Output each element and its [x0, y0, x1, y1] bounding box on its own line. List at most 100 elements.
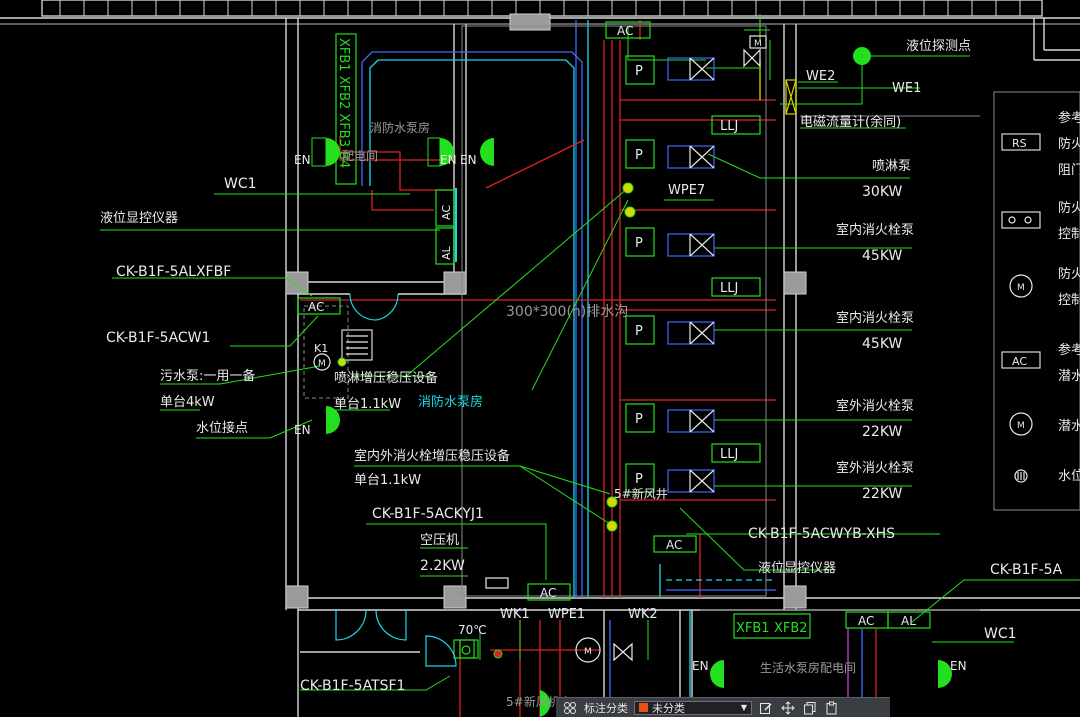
chevron-down-icon: ▼: [740, 703, 747, 712]
kw22-2-label: 22KW: [862, 486, 902, 502]
hydrant-boost-label: 室内外消火栓增压稳压设备: [354, 448, 510, 464]
m-label-4: M: [1017, 283, 1025, 293]
level-probe-label: 液位探测点: [906, 39, 971, 54]
indoor-hydrant-1-label: 室内消火栓泵: [836, 222, 914, 238]
p-label-2: P: [635, 148, 643, 163]
annotation-category-label: 标注分类: [584, 701, 628, 715]
legend-text-3b: 控制: [1058, 293, 1080, 308]
legend-text-2a: 防火: [1058, 200, 1080, 216]
legend-text-4b: 潜水: [1058, 369, 1080, 384]
sprinkler-boost-label: 喷淋增压稳压设备: [334, 370, 438, 386]
ac-panel-a-label: AC: [440, 205, 453, 220]
compressor-label: 空压机: [420, 533, 459, 548]
panel-boxes: [297, 21, 1041, 659]
category-select[interactable]: 未分类 ▼: [634, 700, 752, 715]
ac-left-label: AC: [308, 300, 324, 314]
water-level-label: 水位接点: [196, 420, 248, 436]
ck-alxfbf-label: CK-B1F-5ALXFBF: [116, 264, 231, 280]
al-right-low-label: AL: [901, 614, 916, 628]
pump-room-label: 消防水泵房: [370, 120, 430, 135]
level-controller-label: 液位显控仪器: [100, 211, 178, 226]
m-label-2: M: [584, 647, 592, 657]
legend-text-1a: 参考: [1058, 110, 1080, 126]
xfb-vertical-label: XFB1 XFB2 XFB3 B4: [336, 38, 351, 168]
pump-p-boxes: [625, 55, 655, 493]
en-label-2: EN: [440, 153, 457, 167]
annotation-toolbar: 标注分类 未分类 ▼: [556, 697, 890, 717]
edit-icon[interactable]: [758, 700, 774, 716]
en-label-5: EN: [692, 659, 709, 673]
sprinkler-pump-label: 喷淋泵: [872, 159, 911, 174]
motor-icons: [313, 35, 1033, 663]
category-color-swatch: [639, 703, 648, 712]
labels: XFB1 XFB2 XFB3 B4 消防水泵房 配电间 WC1 液位显控仪器 C…: [100, 24, 1080, 709]
ac-mid-label: AC: [666, 538, 682, 552]
wk1-label: WK1: [500, 607, 530, 622]
wk2-label: WK2: [628, 607, 658, 622]
we2-label: WE2: [806, 69, 835, 84]
legend-text-4a: 参考: [1058, 342, 1080, 358]
ck-right-label: CK-B1F-5A: [990, 562, 1063, 578]
distribution-room-label: 配电间: [342, 149, 378, 163]
move-icon[interactable]: [780, 700, 796, 716]
copy-icon[interactable]: [802, 700, 818, 716]
xfb1-label: XFB1: [736, 621, 770, 636]
llj-label-3: LLJ: [720, 447, 738, 462]
legend-rs-label: RS: [1012, 137, 1027, 150]
en-label-1: EN: [294, 153, 311, 167]
emergency-light-icons: [311, 137, 952, 717]
en-label-6: EN: [950, 659, 967, 673]
legend-text-5: 潜水: [1058, 419, 1080, 434]
ac-right-low-label: AC: [858, 614, 874, 628]
domestic-room-label: 生活水泵房配电间: [760, 660, 856, 675]
trench-label: 300*300(h)排水沟: [506, 304, 628, 320]
paste-icon[interactable]: [824, 700, 840, 716]
level-controller-2-label: 液位显控仪器: [758, 561, 836, 576]
legend-text-6: 水位: [1058, 469, 1080, 484]
kw30-label: 30KW: [862, 184, 902, 200]
p-label-4: P: [635, 324, 643, 339]
legend-ac-label: AC: [1012, 355, 1027, 368]
temp-70-label: 70℃: [458, 623, 487, 637]
outdoor-hydrant-1-label: 室外消火栓泵: [836, 398, 914, 414]
single-11kw-label: 单台1.1kW: [334, 397, 401, 412]
wpe1-label: WPE1: [548, 607, 585, 622]
legend-text-2b: 控制: [1058, 227, 1080, 242]
doors: [335, 293, 457, 667]
leader-lines: [100, 14, 1080, 691]
en-label-4: EN: [294, 423, 311, 437]
ck-acwyb-label: CK-B1F-5ACWYB-XHS: [748, 526, 895, 542]
wpe7-label: WPE7: [668, 183, 705, 198]
sewage-pump-label: 污水泵:一用一备: [160, 368, 255, 384]
kw45-1-label: 45KW: [862, 248, 902, 264]
fresh-air-bottom-label: 5#新风机房: [506, 694, 572, 709]
legend-text-1b: 防火: [1058, 136, 1080, 152]
motor-boxes: [667, 57, 715, 493]
ac-bottom-left-label: AC: [540, 586, 556, 600]
ac-top-label: AC: [617, 24, 633, 38]
room-outlines: [303, 25, 1080, 611]
single-4kw-label: 单台4kW: [160, 395, 215, 410]
outdoor-hydrant-2-label: 室外消火栓泵: [836, 460, 914, 476]
xfb2-label: XFB2: [774, 621, 808, 636]
compressor-kw-label: 2.2KW: [420, 558, 465, 574]
fresh-air-shaft-label: 5#新风井: [614, 486, 668, 501]
single-11kw-b-label: 单台1.1kW: [354, 473, 421, 488]
we1-label: WE1: [892, 81, 921, 96]
m-label-5: M: [1017, 421, 1025, 431]
legend-text-3a: 防火: [1058, 266, 1080, 282]
p-label-5: P: [635, 412, 643, 427]
level-probe-icon: [853, 47, 871, 65]
valve-fittings: [337, 182, 636, 659]
kw22-1-label: 22KW: [862, 424, 902, 440]
ck-atsf1-label: CK-B1F-5ATSF1: [300, 678, 405, 694]
classify-icon[interactable]: [562, 700, 578, 716]
m-label-1: M: [318, 359, 326, 369]
kw45-2-label: 45KW: [862, 336, 902, 352]
ck-acw1-label: CK-B1F-5ACW1: [106, 330, 210, 346]
p-label-3: P: [635, 236, 643, 251]
wall-columns: [285, 13, 807, 609]
wc1-label: WC1: [224, 176, 257, 192]
